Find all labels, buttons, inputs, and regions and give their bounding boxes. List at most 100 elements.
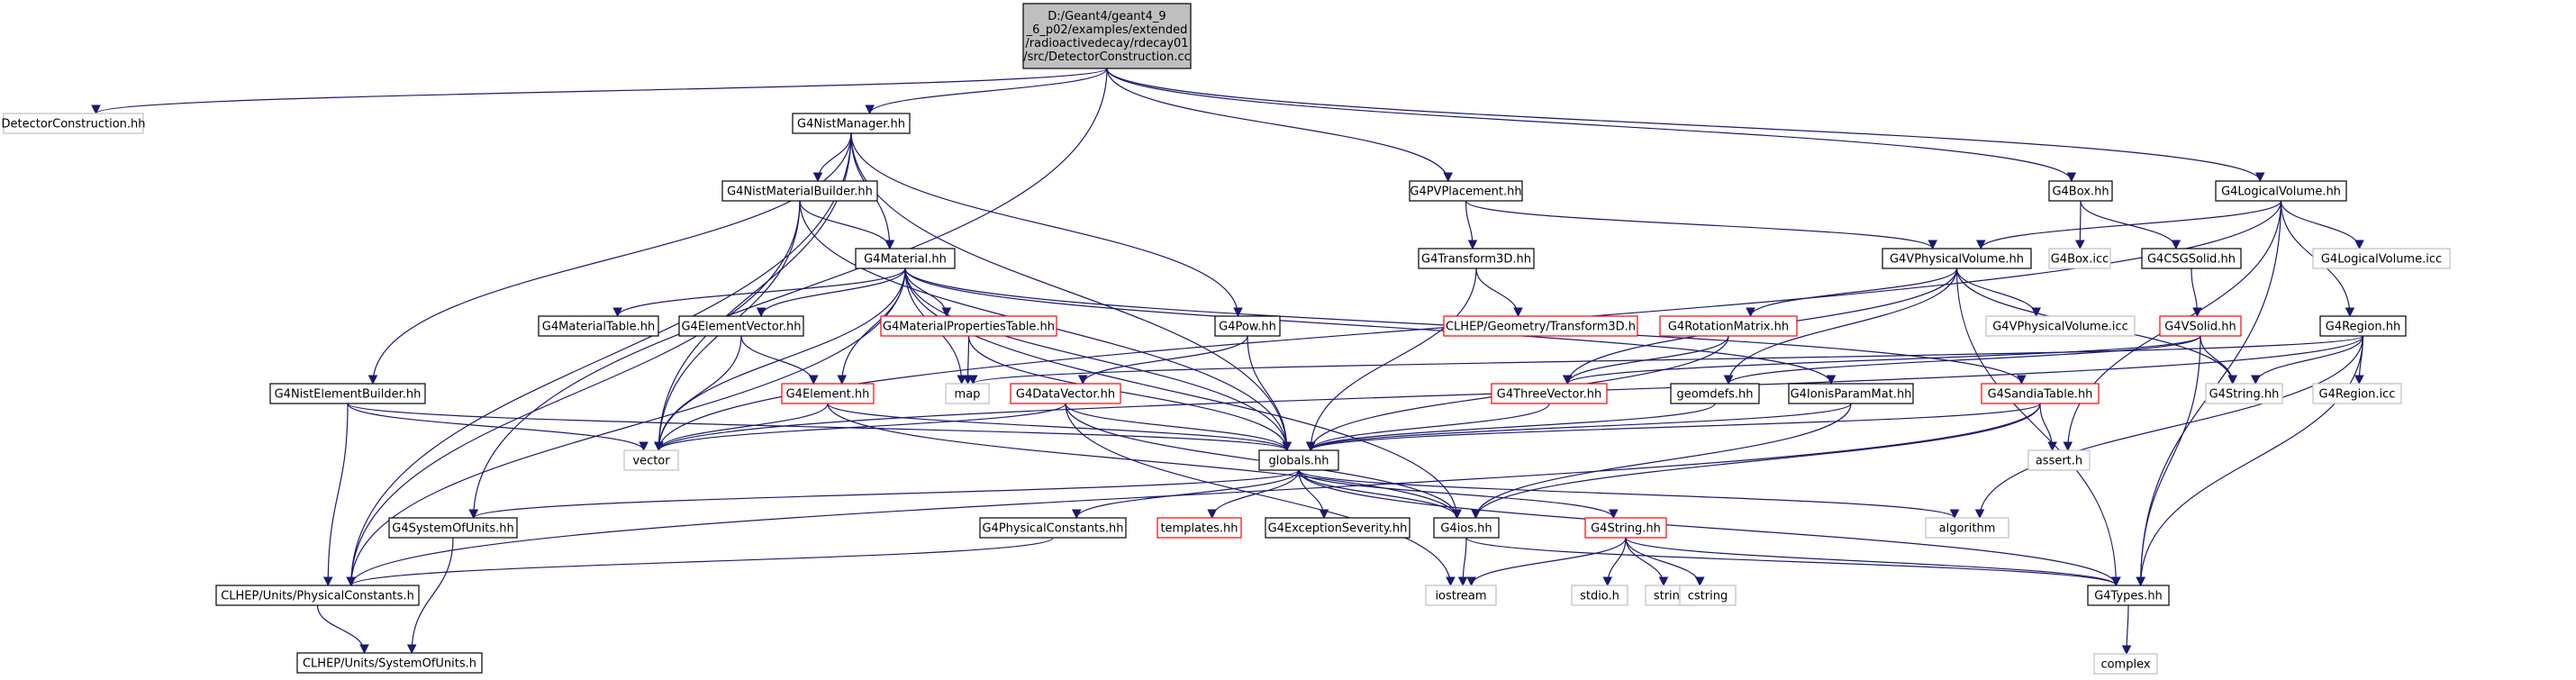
node-label: G4ElementVector.hh xyxy=(681,321,801,334)
node-box xyxy=(2205,383,2283,404)
edge-g4datavector-to-vector xyxy=(654,403,1066,452)
node-box xyxy=(388,517,518,539)
node-g4element[interactable]: G4Element.hh xyxy=(781,383,875,404)
node-g4box[interactable]: G4Box.hh xyxy=(2048,180,2113,202)
edge-globals-to-algorithm xyxy=(1298,469,1960,520)
edge-g4element-to-vector xyxy=(654,403,829,452)
node-g4ionisparammat[interactable]: G4IonisParamMat.hh xyxy=(1788,383,1914,404)
edge-g4string-to-iostream xyxy=(1466,537,1627,587)
node-label: /src/DetectorConstruction.cc xyxy=(1023,50,1191,64)
node-asserth[interactable]: assert.h xyxy=(2027,449,2091,471)
edge-g4material-to-g4elementvector xyxy=(756,267,906,318)
dependency-edges xyxy=(91,68,2364,656)
node-g4vphysicalvolumeicc[interactable]: G4VPhysicalVolume.icc xyxy=(1985,315,2136,337)
node-label: G4Element.hh xyxy=(786,388,870,402)
node-g4materialpropertiestable[interactable]: G4MaterialPropertiesTable.hh xyxy=(880,315,1057,337)
node-label: CLHEP/Units/PhysicalConstants.h xyxy=(221,590,414,603)
node-g4logicalvolumeicc[interactable]: G4LogicalVolume.icc xyxy=(2312,248,2451,269)
node-label: G4MaterialPropertiesTable.hh xyxy=(883,321,1055,334)
node-label: DetectorConstruction.hh xyxy=(1,118,145,131)
edge-globals-to-g4systemofunits xyxy=(468,469,1300,520)
node-stdioh[interactable]: stdio.h xyxy=(1571,585,1628,606)
node-vector[interactable]: vector xyxy=(623,449,679,471)
node-g4nistmaterialbuilder[interactable]: G4NistMaterialBuilder.hh xyxy=(721,180,878,202)
node-root[interactable]: D:/Geant4/geant4_9_6_p02/examples/extend… xyxy=(1022,3,1192,69)
node-label: G4Region.icc xyxy=(2319,388,2396,402)
node-g4types[interactable]: G4Types.hh xyxy=(2087,585,2170,606)
node-g4pow[interactable]: G4Pow.hh xyxy=(1214,315,1281,337)
node-globals[interactable]: globals.hh xyxy=(1258,449,1339,471)
edge-g4pow-to-g4datavector xyxy=(1077,335,1248,385)
node-g4regionicc[interactable]: G4Region.icc xyxy=(2312,383,2402,404)
node-g4region[interactable]: G4Region.hh xyxy=(2319,315,2407,337)
node-g4datavector[interactable]: G4DataVector.hh xyxy=(1010,383,1121,404)
node-label: geomdefs.hh xyxy=(1676,388,1753,402)
node-label: G4Types.hh xyxy=(2094,590,2163,603)
node-label: G4PhysicalConstants.hh xyxy=(982,522,1123,536)
edge-root-to-g4pvplacement xyxy=(1106,68,1454,183)
node-label: iostream xyxy=(1435,590,1486,603)
node-map[interactable]: map xyxy=(945,383,990,404)
edge-g4string-to-string xyxy=(1625,537,1669,587)
node-g4logicalvolume[interactable]: G4LogicalVolume.hh xyxy=(2215,180,2347,202)
node-g4sandiatable[interactable]: G4SandiaTable.hh xyxy=(1981,383,2100,404)
node-g4elementvector[interactable]: G4ElementVector.hh xyxy=(678,315,804,337)
node-detectorconstruction[interactable]: DetectorConstruction.hh xyxy=(1,113,146,134)
edge-g4region-to-g4types xyxy=(2136,335,2364,587)
node-g4vphysicalvolume[interactable]: G4VPhysicalVolume.hh xyxy=(1882,248,2032,269)
node-templates[interactable]: templates.hh xyxy=(1156,517,1242,539)
node-g4ios[interactable]: G4ios.hh xyxy=(1433,517,1500,539)
node-g4csgsolid[interactable]: G4CSGSolid.hh xyxy=(2141,248,2242,269)
node-box xyxy=(1670,383,1760,404)
node-g4rotationmatrix[interactable]: G4RotationMatrix.hh xyxy=(1659,315,1798,337)
node-label: G4LogicalVolume.icc xyxy=(2321,253,2442,267)
node-label: templates.hh xyxy=(1160,522,1238,536)
node-clheptransform3d[interactable]: CLHEP/Geometry/Transform3D.h xyxy=(1443,315,1638,337)
edge-g4nistelementbuilder-to-vector xyxy=(347,403,649,452)
node-g4physicalconstants[interactable]: G4PhysicalConstants.hh xyxy=(979,517,1127,539)
edge-globals-to-g4exceptionseverity xyxy=(1298,469,1329,520)
node-box xyxy=(1882,248,2032,269)
edge-g4string-to-stdioh xyxy=(1602,537,1627,587)
node-algorithm[interactable]: algorithm xyxy=(1925,517,2009,539)
node-iostream[interactable]: iostream xyxy=(1425,585,1497,606)
node-label: vector xyxy=(632,455,670,468)
edge-g4logicalvolume-to-g4vphysicalvolume xyxy=(1975,200,2282,250)
node-g4material[interactable]: G4Material.hh xyxy=(855,248,956,269)
node-label: _6_p02/examples/extended xyxy=(1026,23,1188,37)
node-box xyxy=(678,315,804,337)
node-label: cstring xyxy=(1688,590,1728,603)
node-box xyxy=(538,315,659,337)
node-label: CLHEP/Geometry/Transform3D.h xyxy=(1446,321,1636,334)
node-box xyxy=(1010,383,1121,404)
node-complex[interactable]: complex xyxy=(2093,653,2158,675)
node-label: G4VPhysicalVolume.icc xyxy=(1992,321,2128,334)
node-box xyxy=(1156,517,1242,539)
node-label: algorithm xyxy=(1939,522,1996,536)
node-g4threevector[interactable]: G4ThreeVector.hh xyxy=(1491,383,1608,404)
node-g4boxicc[interactable]: G4Box.icc xyxy=(2048,248,2111,269)
node-g4vsolid[interactable]: G4VSolid.hh xyxy=(2159,315,2242,337)
node-g4systemofunits[interactable]: G4SystemOfUnits.hh xyxy=(388,517,518,539)
node-g4nistelementbuilder[interactable]: G4NistElementBuilder.hh xyxy=(269,383,426,404)
node-g4nistmanager[interactable]: G4NistManager.hh xyxy=(792,113,911,134)
node-g4transform3d[interactable]: G4Transform3D.hh xyxy=(1418,248,1535,269)
node-label: G4NistMaterialBuilder.hh xyxy=(727,186,873,199)
edge-g4types-to-complex xyxy=(2121,604,2132,656)
edge-root-to-g4box xyxy=(1106,68,2077,183)
node-g4exceptionseverity[interactable]: G4ExceptionSeverity.hh xyxy=(1265,517,1410,539)
node-box xyxy=(2048,180,2113,202)
node-g4materialtable[interactable]: G4MaterialTable.hh xyxy=(538,315,659,337)
node-g4pvplacement[interactable]: G4PVPlacement.hh xyxy=(1409,180,1523,202)
node-label: G4ExceptionSeverity.hh xyxy=(1268,522,1408,536)
edge-g4elementvector-to-vector xyxy=(654,335,742,452)
node-clhepphysconst[interactable]: CLHEP/Units/PhysicalConstants.h xyxy=(215,585,420,606)
edge-g4string-to-g4types xyxy=(1625,537,2121,587)
node-cstring[interactable]: cstring xyxy=(1679,585,1737,606)
node-clhepsystemofunits[interactable]: CLHEP/Units/SystemOfUnits.h xyxy=(296,652,483,674)
node-g4string[interactable]: G4String.hh xyxy=(1584,517,1667,539)
node-geomdefs[interactable]: geomdefs.hh xyxy=(1670,383,1760,404)
node-box xyxy=(880,315,1057,337)
node-g4string-ext[interactable]: G4String.hh xyxy=(2205,383,2283,404)
edge-g4ios-to-iostream xyxy=(1457,537,1468,587)
